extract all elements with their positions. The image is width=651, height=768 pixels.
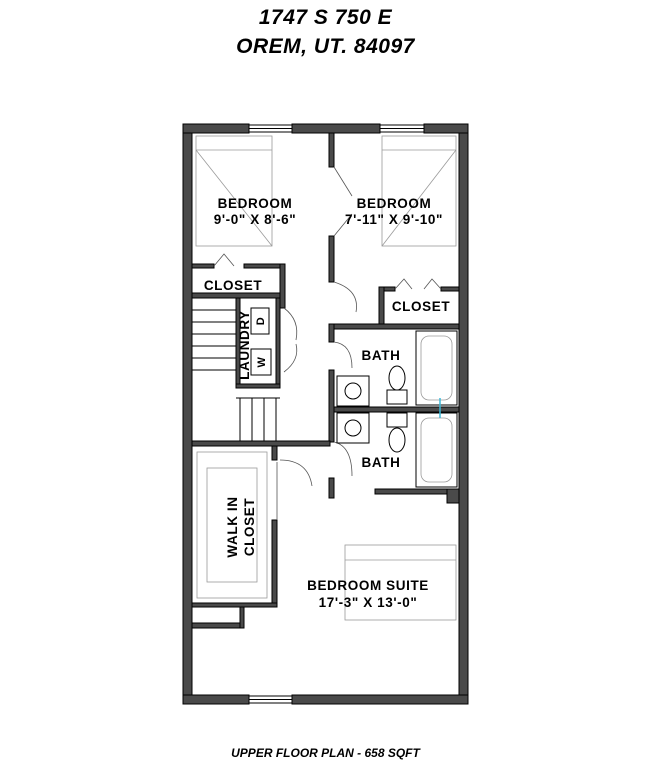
wall-bedroom-divider-upper bbox=[328, 132, 335, 168]
bedroom-1-dims: 9'-0" X 8'-6" bbox=[214, 212, 297, 227]
walk-in-shelving bbox=[196, 451, 268, 599]
walk-in-closet-line-1: WALK IN bbox=[225, 496, 240, 557]
wall-bath-pillar bbox=[446, 488, 460, 504]
bed-bedroom-suite bbox=[344, 544, 457, 621]
dryer-mark: D bbox=[255, 317, 267, 326]
toilet-upper bbox=[386, 365, 408, 405]
exterior-wall-left bbox=[182, 123, 193, 705]
bedroom-2-label: BEDROOM bbox=[357, 196, 432, 211]
sink-upper bbox=[336, 375, 370, 407]
wall-stair-bottom bbox=[191, 440, 331, 447]
bedroom-suite-dims: 17'-3" X 13'-0" bbox=[319, 595, 418, 610]
wall-laundry-bottom bbox=[235, 383, 281, 389]
wall-bath-left-mid bbox=[328, 369, 335, 443]
wall-closet-left-bottom bbox=[191, 292, 285, 299]
wall-closet-left-top bbox=[191, 263, 215, 269]
closet-right-label: CLOSET bbox=[392, 299, 451, 314]
window-bottom bbox=[248, 695, 293, 704]
wall-closet-left-side bbox=[279, 263, 286, 309]
wall-closet-right-top-b bbox=[440, 286, 460, 292]
exterior-wall-top-mid bbox=[291, 123, 381, 134]
address-line-2: OREM, UT. 84097 bbox=[236, 35, 415, 58]
exterior-wall-top-left bbox=[182, 123, 250, 134]
exterior-wall-right bbox=[458, 123, 469, 705]
wall-suite-nook bbox=[191, 622, 245, 629]
wall-closet-left-top2 bbox=[243, 263, 285, 269]
tub-upper bbox=[415, 330, 458, 406]
wall-walkin-right-lower bbox=[271, 519, 278, 608]
wall-suite-nook-side bbox=[239, 606, 245, 629]
exterior-wall-bottom-right bbox=[291, 694, 469, 705]
toilet-lower bbox=[386, 412, 408, 453]
bath-lower-label: BATH bbox=[362, 455, 401, 470]
wall-bath-top bbox=[328, 323, 460, 330]
bedroom-2-dims: 7'-11" X 9'-10" bbox=[345, 212, 443, 227]
wall-bath-bottom bbox=[374, 488, 460, 495]
window-top-left bbox=[248, 124, 293, 133]
bath-upper-label: BATH bbox=[362, 348, 401, 363]
wall-bath-divider bbox=[333, 406, 460, 413]
wall-laundry-right bbox=[275, 297, 281, 387]
wall-closet-right-side bbox=[378, 286, 385, 327]
wall-bedroom-divider-lower bbox=[328, 235, 335, 283]
washer bbox=[250, 348, 272, 376]
laundry-label: LAUNDRY bbox=[237, 310, 252, 380]
washer-mark: W bbox=[256, 356, 268, 367]
wall-bath-left-lower bbox=[328, 477, 335, 499]
window-top-right bbox=[379, 124, 425, 133]
doors bbox=[213, 166, 442, 520]
bedroom-suite-label: BEDROOM SUITE bbox=[307, 578, 429, 593]
wall-walkin-bottom bbox=[191, 602, 278, 608]
wall-walkin-right bbox=[271, 445, 278, 461]
exterior-wall-bottom-left bbox=[182, 694, 250, 705]
exterior-wall-top-right bbox=[423, 123, 469, 134]
dryer bbox=[250, 307, 270, 335]
wall-bath-left-upper bbox=[328, 323, 335, 343]
address-line-1: 1747 S 750 E bbox=[258, 6, 393, 29]
bedroom-1-label: BEDROOM bbox=[218, 196, 293, 211]
bed-bedroom-1 bbox=[195, 135, 273, 247]
stairs bbox=[192, 309, 280, 441]
sink-lower bbox=[336, 412, 370, 444]
closet-left-label: CLOSET bbox=[204, 278, 263, 293]
walk-in-closet-line-2: CLOSET bbox=[242, 498, 257, 557]
tub-lower bbox=[415, 412, 458, 488]
floor-plan-caption: UPPER FLOOR PLAN - 658 SQFT bbox=[231, 746, 420, 760]
bed-bedroom-2 bbox=[381, 135, 457, 247]
